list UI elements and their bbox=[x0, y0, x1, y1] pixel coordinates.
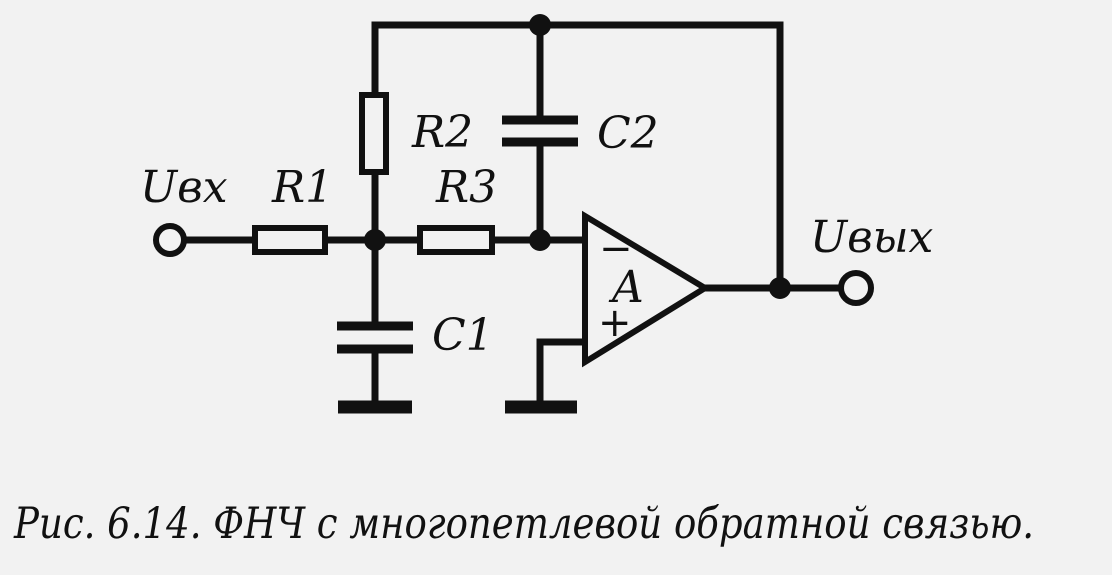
junction-output bbox=[769, 277, 791, 299]
junction-left bbox=[364, 229, 386, 251]
op-amp bbox=[582, 210, 711, 368]
resistor-r3 bbox=[417, 225, 495, 255]
capacitor-c2 bbox=[502, 115, 578, 147]
figure-caption: Рис. 6.14. ФНЧ с многопетлевой обратной … bbox=[13, 499, 1034, 549]
label-amp: A bbox=[608, 262, 644, 313]
label-r1: R1 bbox=[271, 162, 333, 213]
label-r3: R3 bbox=[435, 162, 497, 213]
label-c1: C1 bbox=[432, 310, 494, 361]
label-c2: C2 bbox=[597, 108, 659, 159]
capacitor-c1 bbox=[337, 321, 413, 354]
resistor-r2 bbox=[359, 92, 389, 175]
noninverting-sign: + bbox=[598, 300, 632, 346]
junction-top bbox=[529, 14, 551, 36]
input-terminal bbox=[153, 223, 187, 257]
label-uin: Uвх bbox=[140, 162, 228, 213]
label-r2: R2 bbox=[411, 107, 473, 158]
output-terminal bbox=[838, 270, 874, 306]
resistor-r1 bbox=[252, 225, 328, 255]
label-uout: Uвых bbox=[810, 212, 934, 263]
junction-inv bbox=[529, 229, 551, 251]
wires bbox=[181, 21, 844, 409]
inverting-sign: − bbox=[599, 226, 633, 272]
